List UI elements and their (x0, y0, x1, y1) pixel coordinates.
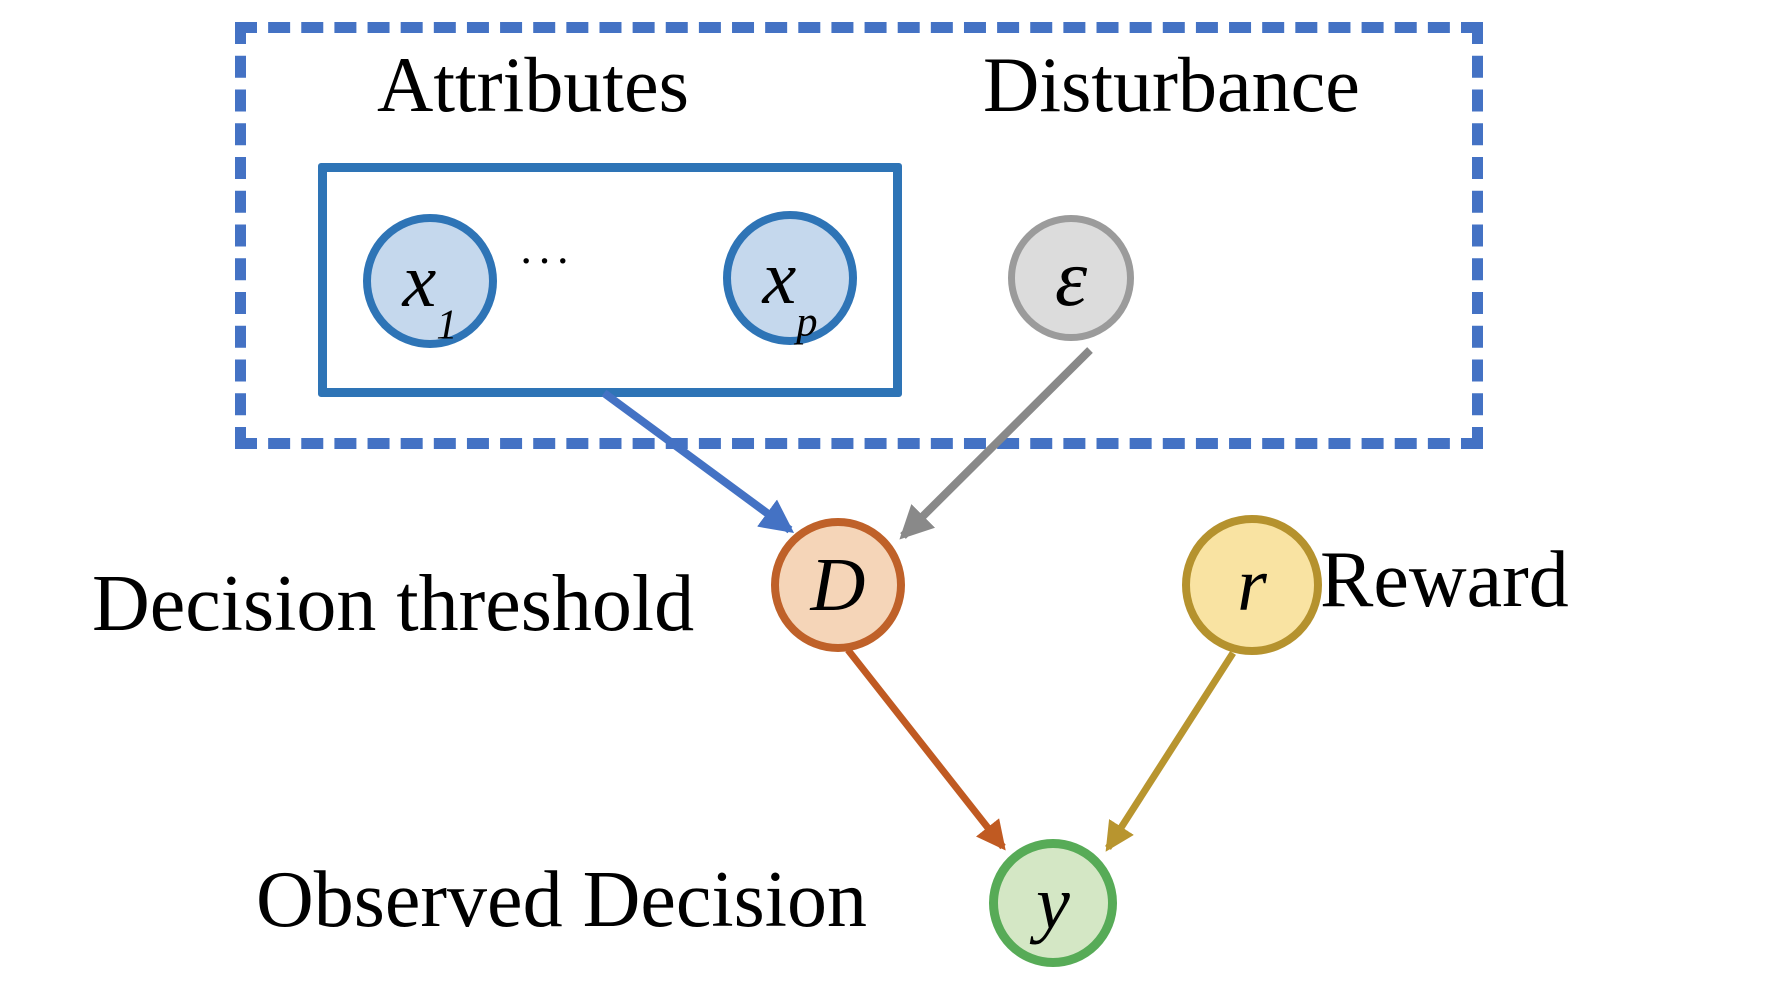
node-decision-label: D (810, 543, 866, 627)
edge-reward-to-outcome (1105, 651, 1236, 852)
ellipsis-dots: ··· (518, 235, 574, 286)
decision-threshold-label: Decision threshold (92, 560, 695, 648)
node-x1-subscript: 1 (436, 302, 458, 350)
node-reward: r (1182, 515, 1322, 655)
node-epsilon-label: ε (1054, 232, 1088, 323)
observed-decision-label: Observed Decision (256, 856, 867, 944)
attributes-label: Attributes (377, 41, 689, 128)
node-decision-threshold: D (771, 518, 905, 652)
disturbance-label: Disturbance (983, 41, 1360, 128)
node-epsilon: ε (1008, 215, 1134, 341)
node-x1-label: x (402, 239, 437, 323)
node-observed-decision: y (989, 839, 1117, 967)
node-outcome-label: y (1036, 861, 1070, 945)
node-xp-label: x (762, 236, 797, 320)
node-xp-subscript: p (796, 299, 818, 347)
reward-label: Reward (1320, 536, 1569, 624)
exogenous-group-dashed-box (235, 22, 1483, 449)
node-reward-label: r (1237, 543, 1267, 627)
edge-decision-to-outcome (845, 647, 1006, 851)
